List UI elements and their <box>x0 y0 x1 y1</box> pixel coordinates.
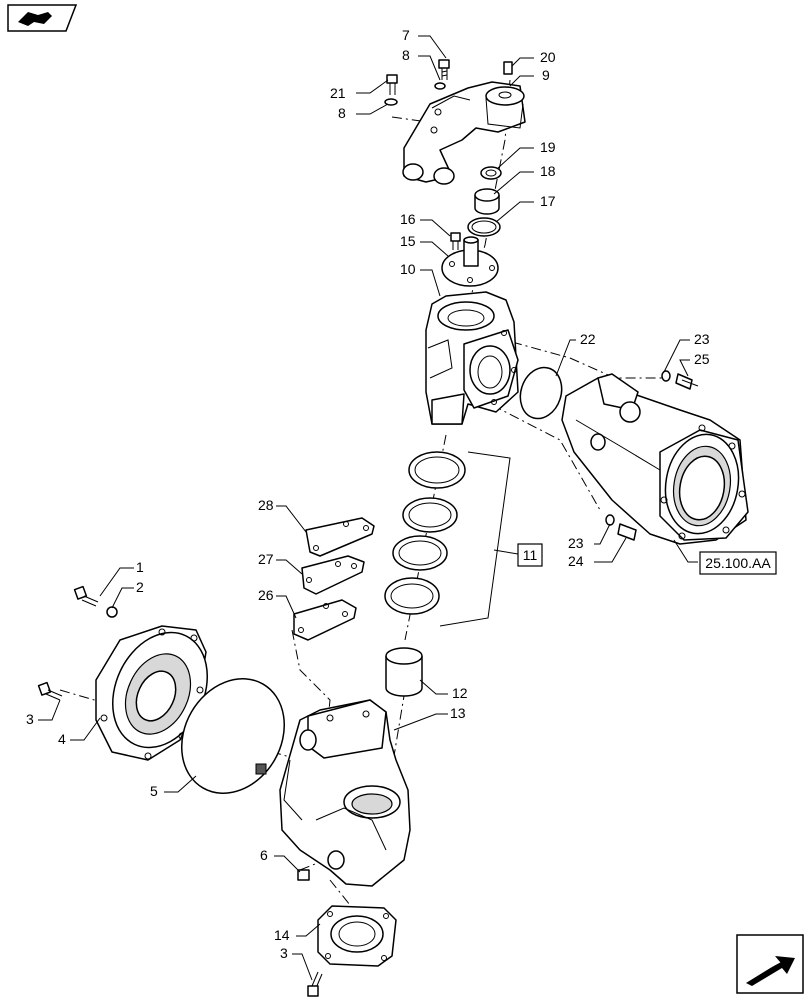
steering-arm <box>402 81 526 185</box>
book-arrow-icon[interactable] <box>7 4 78 32</box>
callout-16: 16 <box>400 211 416 227</box>
seal-ring-kit <box>384 451 466 615</box>
next-page-arrow-icon[interactable] <box>736 934 804 994</box>
seal-19 <box>480 166 502 180</box>
o-ring-22 <box>519 366 563 420</box>
grease-nipple-20 <box>503 61 513 75</box>
svg-text:25.100.AA: 25.100.AA <box>705 555 771 571</box>
bushing-12 <box>385 647 423 697</box>
reference-link-25-100-aa[interactable]: 25.100.AA <box>699 551 777 575</box>
callout-26: 26 <box>258 587 274 603</box>
shim-28 <box>305 517 375 557</box>
callout-23-lower: 23 <box>568 535 584 551</box>
bolt-6 <box>297 869 310 881</box>
o-ring-17 <box>467 217 501 237</box>
flange-14 <box>317 905 397 967</box>
callout-7: 7 <box>402 27 410 43</box>
hub-cover <box>95 625 209 761</box>
callout-20: 20 <box>540 49 556 65</box>
callout-9: 9 <box>542 67 550 83</box>
leader-lines <box>38 35 698 981</box>
bolt-7 <box>434 59 450 90</box>
kit-label-11[interactable]: 11 <box>517 543 543 567</box>
callout-labels: 7 8 21 8 20 9 19 18 17 16 15 10 22 23 25… <box>26 27 710 961</box>
knuckle-housing <box>425 291 519 425</box>
callout-6: 6 <box>260 847 268 863</box>
callout-24: 24 <box>568 553 584 569</box>
callout-13: 13 <box>450 705 466 721</box>
callout-3-upper: 3 <box>26 711 34 727</box>
kingpin-cap-15 <box>441 236 499 287</box>
callout-18: 18 <box>540 163 556 179</box>
bolt-16 <box>450 232 461 250</box>
washer-2 <box>106 606 118 618</box>
callout-22: 22 <box>580 331 596 347</box>
callout-10: 10 <box>400 261 416 277</box>
nut-small <box>255 763 267 775</box>
callout-14: 14 <box>274 927 290 943</box>
shim-26 <box>293 599 357 641</box>
bolt-1 <box>73 585 99 607</box>
bolt-3-lower <box>307 971 323 997</box>
callout-17: 17 <box>540 193 556 209</box>
bolt-25 <box>661 370 699 390</box>
callout-12: 12 <box>452 685 468 701</box>
callout-15: 15 <box>400 233 416 249</box>
bolt-21 <box>384 74 398 106</box>
callout-5: 5 <box>150 783 158 799</box>
bushing-18 <box>474 188 500 215</box>
callout-3-lower: 3 <box>280 945 288 961</box>
callout-19: 19 <box>540 139 556 155</box>
kit-bracket <box>439 451 519 627</box>
shim-27 <box>301 555 365 595</box>
callout-21: 21 <box>330 85 346 101</box>
svg-text:11: 11 <box>523 547 538 563</box>
callout-25: 25 <box>694 351 710 367</box>
bolt-3-upper <box>37 681 63 701</box>
bolt-24 <box>605 514 637 541</box>
callout-1: 1 <box>136 559 144 575</box>
callout-4: 4 <box>58 731 66 747</box>
axle-housing <box>561 373 749 545</box>
callout-27: 27 <box>258 551 274 567</box>
callout-28: 28 <box>258 497 274 513</box>
callout-2: 2 <box>136 579 144 595</box>
knuckle-body <box>279 699 411 887</box>
callout-8-lower: 8 <box>338 105 346 121</box>
callout-23-upper: 23 <box>694 331 710 347</box>
callout-8-upper: 8 <box>402 47 410 63</box>
